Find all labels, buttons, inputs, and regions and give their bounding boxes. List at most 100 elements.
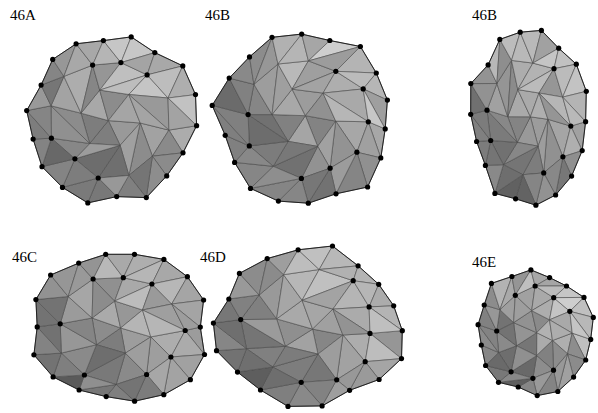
- atom-dot: [60, 185, 65, 190]
- atom-dot: [235, 370, 240, 375]
- facet: [129, 95, 169, 131]
- atom-dot: [202, 352, 207, 357]
- facet: [323, 89, 368, 122]
- atom-dot: [385, 98, 390, 103]
- facet: [333, 309, 370, 335]
- atom-dot: [30, 137, 35, 142]
- atom-dot: [533, 283, 538, 288]
- facet: [563, 97, 586, 126]
- atom-dot: [168, 354, 173, 359]
- cluster-polyhedron: [211, 243, 405, 409]
- facet: [369, 307, 402, 334]
- atom-dot: [247, 143, 252, 148]
- atom-dot: [492, 191, 497, 196]
- atom-dot: [121, 275, 126, 280]
- atom-dot: [468, 112, 473, 117]
- atom-dot: [486, 62, 491, 67]
- atom-dot: [129, 34, 134, 39]
- atom-dot: [378, 155, 383, 160]
- facet: [248, 115, 288, 146]
- facet: [478, 325, 499, 353]
- atom-dot: [333, 69, 338, 74]
- atom-dot: [496, 380, 501, 385]
- atom-dot: [227, 76, 232, 81]
- atom-dot: [35, 324, 40, 329]
- cluster-polyhedron: [476, 267, 596, 398]
- atom-dot: [581, 295, 586, 300]
- facet: [357, 122, 381, 158]
- atom-dot: [588, 337, 593, 342]
- atom-dot: [188, 377, 193, 382]
- atom-dot: [530, 376, 535, 381]
- atom-dot: [132, 399, 137, 404]
- atom-dot: [39, 83, 44, 88]
- atom-dot: [58, 321, 63, 326]
- atom-dot: [33, 297, 38, 302]
- facet: [51, 106, 90, 144]
- structure-label: 46B: [205, 8, 230, 23]
- structure-label: 46C: [12, 250, 37, 265]
- facet: [471, 110, 491, 140]
- atom-dot: [164, 173, 169, 178]
- structure-label: 46B: [472, 8, 497, 23]
- atom-dot: [569, 174, 574, 179]
- facet: [27, 106, 52, 138]
- atom-dot: [568, 124, 573, 129]
- atom-dot: [299, 31, 304, 36]
- atom-dot: [488, 138, 493, 143]
- atom-dot: [223, 133, 228, 138]
- cluster-outline: [213, 246, 402, 406]
- atom-dot: [104, 394, 109, 399]
- atom-dot: [31, 352, 36, 357]
- atom-dot: [198, 325, 203, 330]
- facet: [36, 297, 68, 324]
- atom-dot: [330, 243, 335, 248]
- facet: [152, 130, 183, 156]
- atom-dot: [351, 278, 356, 283]
- atom-dot: [96, 175, 101, 180]
- atom-dot: [509, 274, 514, 279]
- facet: [241, 319, 286, 346]
- atom-dot: [258, 387, 263, 392]
- atom-dot: [149, 281, 154, 286]
- atom-dot: [551, 295, 556, 300]
- atom-dot: [211, 321, 216, 326]
- atom-dot: [118, 60, 123, 65]
- atom-dot: [132, 252, 137, 257]
- atom-dot: [365, 184, 370, 189]
- atom-dot: [567, 309, 572, 314]
- atom-dot: [482, 302, 487, 307]
- facet: [37, 324, 61, 353]
- atom-dot: [497, 37, 502, 42]
- atom-dot: [513, 293, 518, 298]
- atom-dot: [383, 126, 388, 131]
- facet: [168, 98, 197, 130]
- facet: [485, 165, 503, 194]
- facet: [478, 325, 499, 353]
- atom-dot: [366, 119, 371, 124]
- atom-dot: [334, 377, 339, 382]
- atom-dot: [468, 81, 473, 86]
- atom-dot: [226, 296, 231, 301]
- atom-dot: [483, 363, 488, 368]
- atom-dot: [556, 46, 561, 51]
- atom-dot: [541, 170, 546, 175]
- atom-dot: [114, 194, 119, 199]
- atom-dot: [193, 92, 198, 97]
- atom-dot: [583, 357, 588, 362]
- atom-dot: [564, 283, 569, 288]
- cluster-polyhedron: [468, 28, 589, 208]
- atom-dot: [72, 156, 77, 161]
- atom-dot: [376, 282, 381, 287]
- structure-label: 46A: [10, 8, 36, 23]
- cluster-outline: [478, 270, 593, 396]
- cluster-polyhedron: [24, 34, 199, 205]
- facet: [323, 93, 368, 122]
- facet: [241, 320, 286, 349]
- atom-dot: [24, 108, 29, 113]
- atom-dot: [90, 63, 95, 68]
- atom-dot: [367, 304, 372, 309]
- facet: [213, 320, 246, 349]
- atom-dot: [574, 62, 579, 67]
